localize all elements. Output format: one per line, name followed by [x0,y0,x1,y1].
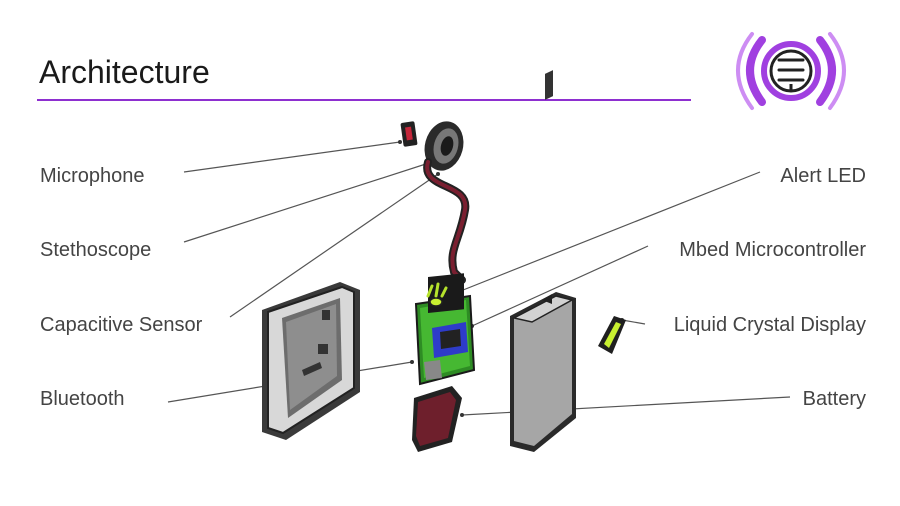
capacitive-sensor-pad [412,386,462,452]
leader-lines [167,141,791,416]
label-stethoscope: Stethoscope [40,239,152,261]
leader-line-liquid-crystal-display [621,319,646,325]
label-alert-led: Alert LED [780,165,866,187]
mbed-microcontroller-chip [428,273,464,314]
leader-line-stethoscope [183,161,433,243]
label-capacitive-sensor: Capacitive Sensor [40,314,203,336]
liquid-crystal-display-part [598,316,626,354]
microphone-part [400,121,418,147]
label-battery: Battery [802,388,866,410]
title-underline [37,99,691,101]
label-liquid-crystal-display: Liquid Crystal Display [673,314,866,336]
stethoscope-sound-waves-icon [736,32,846,110]
device-case-front [262,282,360,440]
device-case-back [510,70,576,452]
slide-title: Architecture [39,54,210,90]
label-microphone: Microphone [40,165,145,187]
leader-line-alert-led [447,171,761,297]
circuit-board-part [414,273,476,386]
alert-led-part [426,282,448,307]
label-bluetooth: Bluetooth [40,388,125,410]
leader-line-capacitive-sensor [229,173,439,318]
stethoscope-head-part [424,121,464,171]
label-mbed-microcontroller: Mbed Microcontroller [679,239,866,261]
leader-line-mbed-microcontroller [471,245,649,327]
leader-line-microphone [183,141,401,173]
